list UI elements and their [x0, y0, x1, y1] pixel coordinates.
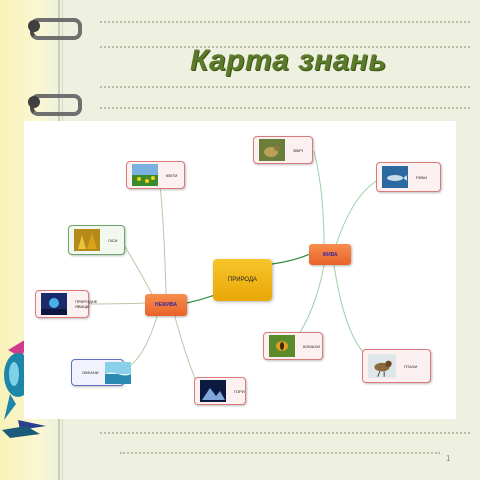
node-label: ПРИРОДНЕ ЯВИЩЕ — [75, 299, 98, 309]
insect-photo-icon — [269, 335, 295, 357]
node-insects[interactable]: КОМАХИ — [263, 332, 323, 360]
binder-ring-icon — [28, 94, 82, 116]
node-mountains[interactable]: ГОРИ — [194, 377, 246, 405]
animal-photo-icon — [259, 139, 285, 161]
node-label: ЗВІРІ — [293, 147, 303, 153]
node-flowers[interactable]: КВІТИ — [126, 161, 185, 189]
binder-ring-icon — [28, 18, 82, 40]
center-node-label: ПРИРОДА — [227, 277, 258, 283]
dotted-rule — [100, 46, 470, 48]
hub-label-nonliving: НЕЖИВА — [154, 302, 178, 308]
node-label: ПТАХИ — [404, 363, 418, 369]
node-natural-phenomenon[interactable]: ПРИРОДНЕ ЯВИЩЕ — [35, 290, 97, 318]
dotted-rule — [100, 107, 470, 109]
bird-photo-icon — [368, 354, 396, 378]
node-fish[interactable]: РИБИ — [376, 162, 441, 192]
dotted-rule — [100, 432, 470, 434]
forest-photo-icon — [74, 229, 100, 251]
dotted-rule — [100, 21, 470, 23]
page-number: 1 — [446, 454, 451, 463]
dotted-rule — [120, 452, 440, 454]
page-title: Карта знань — [190, 44, 387, 77]
hub-node-living[interactable]: ЖИВА — [309, 244, 351, 265]
node-animals[interactable]: ЗВІРІ — [253, 136, 313, 164]
ocean-photo-icon — [104, 361, 131, 384]
node-label: КВІТИ — [166, 172, 178, 178]
dotted-rule — [100, 86, 470, 88]
node-label: ГОРИ — [234, 388, 245, 394]
node-label: ОКЕАНИ — [82, 370, 99, 375]
flowers-photo-icon — [132, 164, 158, 186]
node-birds[interactable]: ПТАХИ — [362, 349, 431, 383]
node-forests[interactable]: ЛІСИ — [68, 225, 125, 255]
center-node-nature[interactable]: ПРИРОДА — [213, 259, 272, 301]
phenomenon-photo-icon — [41, 293, 67, 315]
mountain-photo-icon — [200, 380, 226, 402]
node-label: РИБИ — [416, 174, 428, 180]
fish-photo-icon — [382, 166, 408, 188]
hub-label-living: ЖИВА — [322, 251, 338, 258]
mind-map: ПРИРОДА ЖИВА НЕЖИВА ЗВІРІ РИБИ КОМАХИ — [24, 121, 456, 419]
node-label: КОМАХИ — [303, 343, 320, 349]
hub-node-nonliving[interactable]: НЕЖИВА — [145, 294, 187, 316]
node-label: ЛІСИ — [108, 237, 118, 243]
node-oceans[interactable]: ОКЕАНИ — [71, 359, 131, 386]
